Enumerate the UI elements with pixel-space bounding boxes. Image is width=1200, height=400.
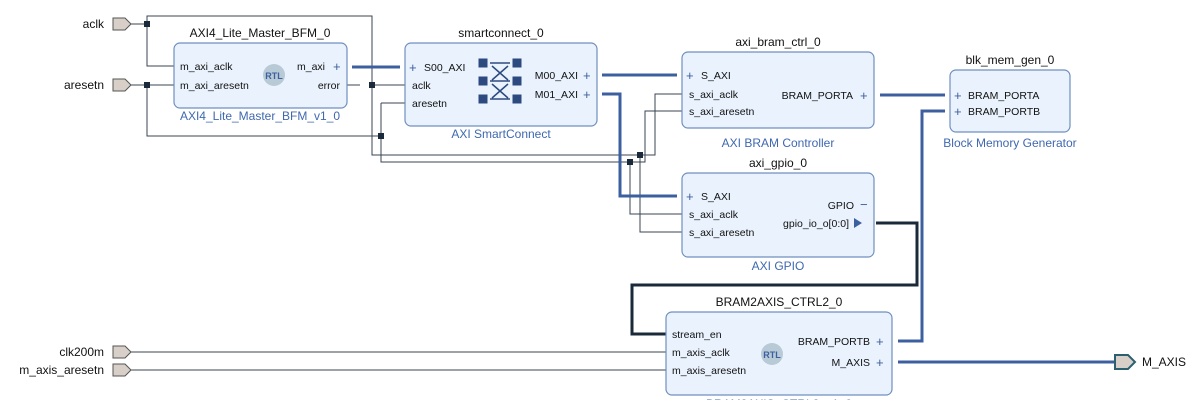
port-bram-portb[interactable]: BRAM_PORTB (968, 106, 1040, 118)
block-instance-name: smartconnect_0 (458, 26, 544, 40)
output-arrow-icon (854, 218, 862, 228)
block-axi-gpio[interactable]: axi_gpio_0 + S_AXI s_axi_aclk s_axi_ares… (681, 156, 875, 273)
external-port-clk200m[interactable]: clk200m (59, 345, 132, 359)
expand-icon[interactable]: + (686, 68, 694, 83)
port-s-axi-aresetn[interactable]: s_axi_aresetn (689, 227, 755, 239)
rtl-badge-icon (761, 343, 783, 365)
rtl-badge-icon (263, 64, 285, 86)
block-instance-name: axi_gpio_0 (749, 156, 807, 170)
block-instance-name: BRAM2AXIS_CTRL2_0 (716, 295, 843, 309)
net-m01-to-gpio[interactable] (602, 92, 677, 198)
port-m-axi[interactable]: m_axi (297, 61, 325, 73)
port-bram-porta[interactable]: BRAM_PORTA (782, 90, 853, 102)
crossbar-icon (478, 58, 522, 104)
block-instance-name: blk_mem_gen_0 (966, 53, 1055, 67)
block-axi4-lite-master-bfm[interactable]: AXI4_Lite_Master_BFM_0 m_axi_aclk m_axi_… (173, 26, 348, 123)
rtl-badge: RTL (265, 71, 283, 81)
port-label: m_axis_aresetn (19, 363, 104, 377)
port-m-axis[interactable]: M_AXIS (831, 357, 870, 369)
expand-icon[interactable]: + (333, 59, 341, 74)
net-stream-en[interactable] (630, 221, 919, 336)
block-axi-bram-ctrl[interactable]: axi_bram_ctrl_0 + S_AXI s_axi_aclk s_axi… (681, 35, 875, 150)
port-s-axi-aclk[interactable]: s_axi_aclk (689, 89, 739, 101)
port-m00-axi[interactable]: M00_AXI (535, 70, 578, 82)
port-s-axi[interactable]: S_AXI (701, 191, 731, 203)
port-m-axis-aresetn[interactable]: m_axis_aresetn (672, 365, 746, 377)
block-instance-name: AXI4_Lite_Master_BFM_0 (190, 26, 331, 40)
rtl-badge: RTL (763, 350, 781, 360)
port-bram-portb[interactable]: BRAM_PORTB (798, 336, 870, 348)
expand-icon[interactable]: + (876, 334, 884, 349)
port-s-axi-aresetn[interactable]: s_axi_aresetn (689, 106, 755, 118)
net-bram-portb[interactable] (898, 109, 945, 343)
port-label: aclk (83, 17, 105, 31)
port-aclk[interactable]: aclk (412, 80, 431, 92)
block-instance-name: axi_bram_ctrl_0 (735, 35, 821, 49)
block-type-name: AXI GPIO (752, 259, 805, 273)
block-type-name: Block Memory Generator (943, 136, 1076, 150)
expand-icon[interactable]: + (409, 60, 417, 75)
expand-icon[interactable]: + (583, 68, 591, 83)
port-gpio[interactable]: GPIO (828, 200, 854, 212)
port-error[interactable]: error (318, 80, 341, 92)
expand-icon[interactable]: + (954, 104, 962, 119)
block-type-name: AXI BRAM Controller (722, 136, 835, 150)
net-aclk[interactable] (130, 15, 682, 233)
port-gpio-io-o[interactable]: gpio_io_o[0:0] (783, 218, 849, 230)
block-blk-mem-gen[interactable]: blk_mem_gen_0 + BRAM_PORTA + BRAM_PORTB … (943, 53, 1076, 150)
port-m-axi-aresetn[interactable]: m_axi_aresetn (180, 80, 249, 92)
block-bram2axis-ctrl[interactable]: BRAM2AXIS_CTRL2_0 stream_en m_axis_aclk … (665, 295, 893, 400)
port-m01-axi[interactable]: M01_AXI (535, 89, 578, 101)
port-label: clk200m (59, 345, 104, 359)
block-type-name: BRAM2AXIS_CTRL2_v1_0 (706, 397, 852, 400)
collapse-icon[interactable]: − (860, 197, 868, 212)
port-s-axi-aclk[interactable]: s_axi_aclk (689, 209, 739, 221)
port-label: aresetn (64, 78, 104, 92)
nets (130, 15, 1115, 371)
expand-icon[interactable]: + (860, 88, 868, 103)
port-label: M_AXIS (1142, 355, 1186, 369)
expand-icon[interactable]: + (954, 88, 962, 103)
port-m-axis-aclk[interactable]: m_axis_aclk (672, 347, 731, 359)
expand-icon[interactable]: + (583, 87, 591, 102)
expand-icon[interactable]: + (686, 189, 694, 204)
port-m-axi-aclk[interactable]: m_axi_aclk (180, 61, 233, 73)
external-port-aresetn[interactable]: aresetn (64, 78, 132, 92)
port-aresetn[interactable]: aresetn (412, 98, 447, 110)
block-type-name: AXI SmartConnect (451, 127, 551, 141)
block-type-name: AXI4_Lite_Master_BFM_v1_0 (180, 109, 340, 123)
port-s00-axi[interactable]: S00_AXI (424, 62, 465, 74)
port-s-axi[interactable]: S_AXI (701, 70, 731, 82)
port-bram-porta[interactable]: BRAM_PORTA (968, 90, 1039, 102)
port-stream-en[interactable]: stream_en (672, 329, 722, 341)
external-port-aclk[interactable]: aclk (83, 17, 132, 31)
external-port-m-axis[interactable]: M_AXIS (1114, 354, 1186, 370)
expand-icon[interactable]: + (876, 355, 884, 370)
block-smartconnect[interactable]: smartconnect_0 + S00_AXI aclk aresetn M0… (404, 26, 598, 141)
external-port-m-axis-aresetn[interactable]: m_axis_aresetn (19, 363, 132, 377)
